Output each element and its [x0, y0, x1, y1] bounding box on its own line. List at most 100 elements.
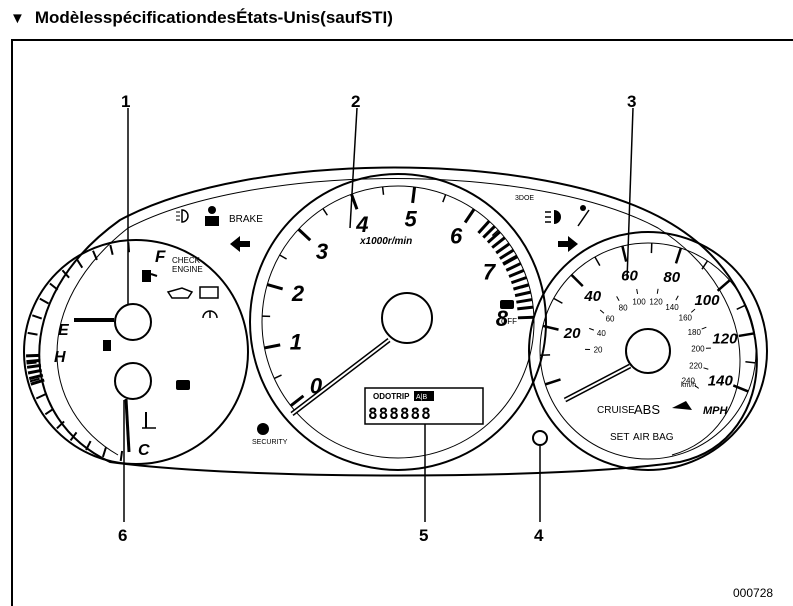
kmh-number: 60: [606, 314, 615, 323]
tach-redline-tick: [502, 255, 519, 266]
tachometer-unit-label: x1000r/min: [359, 236, 412, 247]
mph-number: 60: [621, 267, 638, 284]
mph-number: 140: [708, 372, 734, 389]
kmh-tick: [690, 308, 696, 313]
tachometer-ticks: [262, 186, 534, 407]
tach-major-tick: [264, 343, 281, 350]
section-title: ModèlesspécificationdesÉtats-Unis(saufST…: [34, 8, 393, 27]
fuel-tick: [109, 244, 114, 255]
speed-tick: [701, 260, 709, 270]
tach-number: 2: [291, 281, 305, 306]
kmh-number: 120: [649, 297, 663, 306]
check-engine-label-1: CHECK: [172, 256, 201, 265]
turn-right-arrow-icon: [558, 236, 578, 252]
speedometer-mph-numbers: 20 40 60 80 100 120 140: [563, 267, 738, 389]
callout-5: 5: [419, 526, 428, 545]
kmh-tick: [589, 327, 595, 331]
temp-hot-zone-tick: [26, 358, 41, 364]
cluster-inner-outline: [56, 178, 741, 456]
set-label: SET: [610, 432, 629, 443]
mph-number: 40: [583, 288, 601, 305]
kmh-tick: [616, 296, 620, 301]
kmh-tick: [703, 367, 709, 370]
tach-number: 5: [405, 206, 418, 231]
fuel-tick: [39, 297, 50, 305]
kmh-number: 180: [688, 328, 702, 337]
headlight-high-beam-icon: [545, 210, 561, 224]
temp-tick: [35, 393, 46, 400]
speed-tick: [553, 297, 563, 304]
fuel-gauge-hub: [114, 303, 152, 341]
tach-major-tick: [517, 315, 534, 320]
tach-redline-tick: [482, 225, 496, 239]
kmh-unit-label: km/h: [681, 382, 696, 389]
speed-tick: [674, 247, 683, 264]
tachometer-inner-ring: [261, 185, 535, 459]
fuel-pump-icon: [142, 270, 158, 282]
fuel-tick: [49, 282, 59, 291]
oil-pressure-icon: [166, 287, 194, 299]
tach-redline-tick: [516, 298, 533, 304]
tach-major-tick: [289, 394, 305, 407]
temp-hot-zone-tick: [27, 368, 43, 375]
kmh-number: 160: [679, 314, 693, 323]
mph-number: 120: [712, 330, 738, 347]
airbag-label: AIR BAG: [633, 432, 674, 443]
tach-number: 1: [290, 330, 302, 355]
kmh-tick: [701, 326, 707, 330]
speed-tick: [544, 378, 561, 386]
figure-frame: [11, 39, 793, 606]
speed-tick: [732, 384, 749, 393]
kmh-number: 80: [619, 303, 628, 312]
kmh-number: 220: [689, 361, 703, 370]
fuel-tick: [61, 269, 70, 279]
temp-needle: [124, 398, 131, 453]
kmh-tick: [636, 288, 639, 295]
tach-minor-tick: [381, 186, 385, 195]
temp-hot-zone-tick: [28, 373, 44, 381]
temp-hot-zone-tick: [26, 363, 42, 369]
tach-redline-tick: [517, 305, 534, 311]
temp-gauge-hub: [114, 362, 152, 400]
trip-reset-knob: [532, 430, 548, 446]
tach-redline-tick: [486, 230, 501, 244]
fuel-empty-label: E: [58, 322, 70, 339]
tach-major-tick: [297, 228, 312, 242]
speed-tick: [542, 324, 559, 331]
speed-tick: [594, 256, 601, 267]
abs-label: ABS: [634, 402, 660, 417]
brake-label: BRAKE: [229, 214, 263, 225]
tach-number: 8: [496, 306, 509, 331]
speed-tick: [716, 279, 731, 292]
tach-redline-tick: [491, 236, 506, 249]
kmh-number: 200: [691, 344, 705, 353]
speed-tick: [745, 360, 756, 364]
fuel-full-label: F: [155, 247, 166, 266]
temp-tick: [29, 377, 40, 383]
temp-cold-label: C: [138, 442, 150, 459]
section-header: ▼ ModèlesspécificationdesÉtats-Unis(sauf…: [10, 4, 393, 32]
tach-minor-tick: [322, 208, 328, 216]
tach-redline-tick: [512, 283, 530, 291]
tach-major-tick: [463, 208, 476, 224]
figure-id: 000728: [733, 586, 773, 600]
mph-number: 100: [694, 292, 720, 309]
fuel-tick: [76, 258, 84, 269]
callout-6: 6: [118, 526, 127, 545]
battery-icon: [199, 286, 219, 299]
cruise-label: CRUISE: [597, 405, 635, 416]
fuel-tick: [31, 314, 43, 320]
kmh-tick: [675, 295, 679, 301]
temp-hot-zone-tick: [30, 378, 45, 386]
temp-tick: [56, 420, 65, 430]
coolant-temp-icon: [142, 412, 156, 429]
tach-redline-tick: [499, 248, 515, 260]
tach-minor-tick: [273, 374, 282, 380]
callout-leader-3: [626, 107, 634, 281]
kmh-number: 20: [594, 345, 603, 354]
odotrip-label: ODOTRIP: [373, 392, 410, 401]
tach-number: 3: [316, 239, 328, 264]
tach-number: 4: [355, 212, 368, 237]
